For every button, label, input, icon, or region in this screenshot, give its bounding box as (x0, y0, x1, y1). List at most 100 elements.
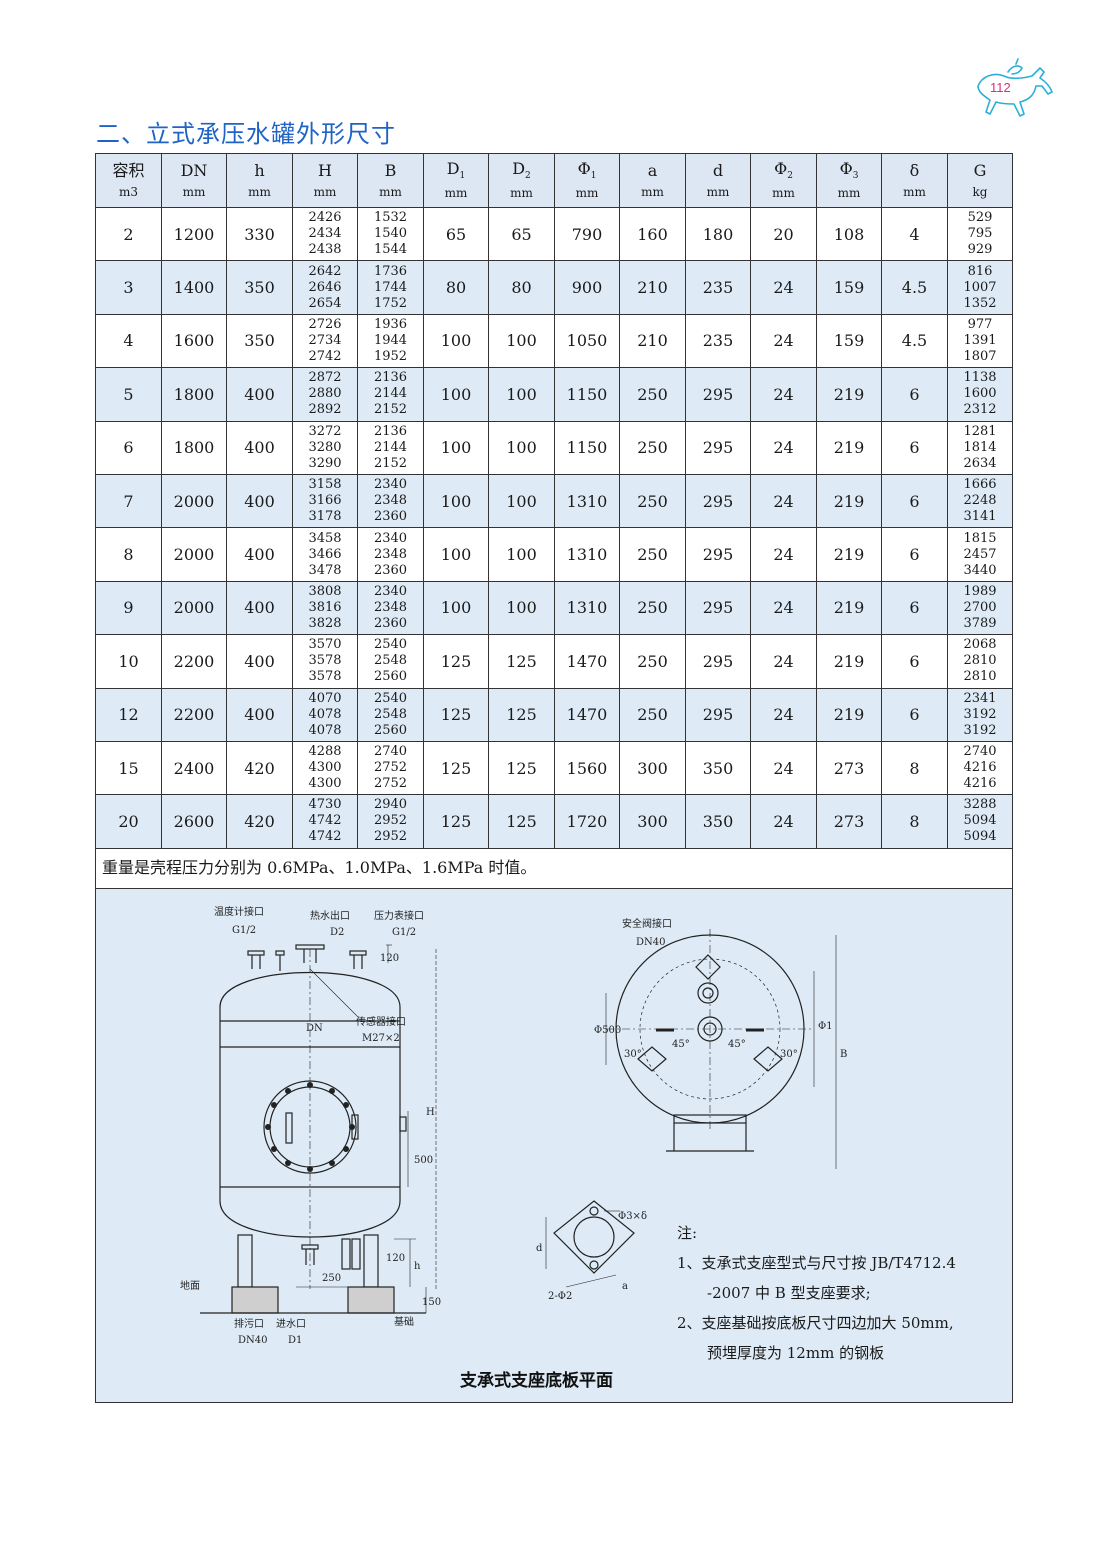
label-angle-30-right: 30° (780, 1049, 798, 1060)
table-cell: 1310 (554, 580, 620, 636)
table-cell: 210 (619, 313, 686, 369)
table-cell: 20 (750, 206, 817, 262)
notes-heading: 注: (677, 1224, 698, 1242)
table-cell-value: 1532 (373, 210, 408, 226)
table-cell: 24 (750, 740, 817, 796)
table-cell-value: 1666 (963, 477, 997, 493)
table-cell-value: 1138 (963, 370, 997, 386)
drawing-panel: 温度计接口 G1/2 热水出口 D2 压力表接口 G1/2 120 DN 传感器… (95, 888, 1013, 1403)
label-safety-valve-port: 安全阀接口 (622, 917, 672, 930)
table-cell-value: 3578 (308, 653, 342, 669)
label-thermometer-thread: G1/2 (232, 925, 256, 936)
table-cell-value: 2726 (308, 316, 342, 332)
table-cell: 100 (423, 580, 489, 636)
table-cell-value: 4078 (308, 706, 342, 722)
table-cell: 4.5 (881, 313, 948, 369)
column-header-name: D (446, 159, 460, 179)
notes-block: 注: 1、支承式支座型式与尺寸按 JB/T4712.4 -2007 中 B 型支… (677, 1218, 1007, 1368)
table-cell-value: 3178 (308, 509, 342, 525)
table-cell: 159 (816, 313, 882, 369)
table-cell-value: 1600 (963, 386, 997, 402)
drawing-caption: 支承式支座底板平面 (460, 1371, 613, 1391)
table-cell-value: 1807 (963, 348, 997, 364)
label-dim-250: 250 (322, 1273, 341, 1284)
table-cell-value: 2952 (373, 829, 408, 845)
table-cell-value: 2426 (308, 210, 342, 226)
label-phi500: Φ500 (594, 1025, 621, 1036)
table-cell: 4 (881, 206, 948, 262)
table-cell-value: 3141 (963, 509, 997, 525)
table-cell-value: 5094 (963, 829, 997, 845)
table-cell-value: 1989 (963, 583, 997, 599)
table-cell: 219 (816, 367, 882, 422)
table-cell-value: 1736 (373, 263, 408, 279)
table-cell-value: 1352 (963, 295, 997, 311)
label-phi1: Φ1 (818, 1021, 833, 1032)
table-cell: 400 (226, 420, 293, 475)
label-angle-45-left: 45° (672, 1039, 690, 1050)
table-cell: 219 (816, 527, 882, 582)
label-b: B (840, 1049, 847, 1060)
table-cell-value: 4070 (308, 690, 342, 706)
column-header-unit: m3 (118, 184, 138, 199)
label-drain-size: DN40 (238, 1335, 268, 1346)
table-cell: 6 (881, 473, 948, 529)
table-cell: 6 (95, 420, 162, 475)
column-header-name: 容积 (112, 160, 145, 180)
table-cell-value: 2152 (373, 402, 408, 418)
table-cell-value: 2540 (373, 690, 408, 706)
table-cell-value: 3166 (308, 493, 342, 509)
table-cell-value: 1815 (963, 530, 997, 546)
table-cell: 420 (226, 794, 293, 849)
table-cell-value: 3272 (308, 423, 342, 439)
table-cell-value: 2360 (373, 562, 408, 578)
table-cell-value: 4742 (308, 813, 342, 829)
table-cell: 100 (488, 367, 555, 422)
label-hot-water-outlet: 热水出口 (310, 909, 350, 922)
table-cell-value: 2872 (308, 370, 342, 386)
table-cell-value: 2348 (373, 493, 408, 509)
table-cell-value: 529 (967, 210, 993, 226)
table-cell: 295 (685, 420, 751, 475)
table-cell: 273 (816, 794, 882, 849)
table-cell: 350 (226, 313, 293, 369)
table-cell: 350 (226, 260, 293, 315)
table-cell: 100 (488, 313, 555, 369)
column-header-subscript: 2 (787, 171, 793, 182)
table-cell: 1310 (554, 527, 620, 582)
table-cell: 900 (554, 260, 620, 315)
table-cell-value: 2068 (963, 637, 997, 653)
table-cell-value: 1744 (373, 279, 408, 295)
label-hole: Φ3×δ (618, 1211, 647, 1222)
table-cell-value: 4078 (308, 722, 342, 738)
table-cell-value: 3466 (308, 546, 342, 562)
table-cell: 100 (488, 420, 555, 475)
table-cell-value: 2742 (308, 348, 342, 364)
label-ground: 地面 (180, 1279, 200, 1292)
table-cell: 65 (488, 206, 555, 262)
table-cell-value: 5094 (963, 813, 997, 829)
table-cell-value: 2634 (963, 455, 997, 471)
